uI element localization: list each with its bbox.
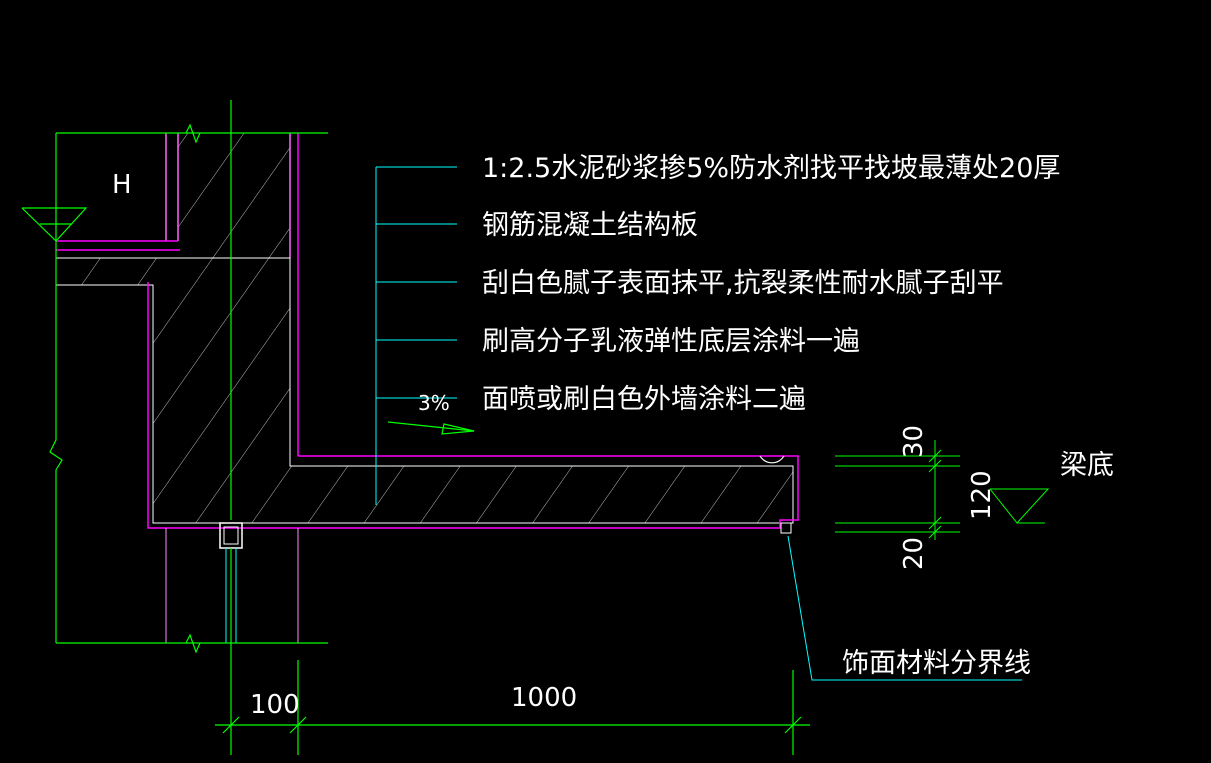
note-3: 刮白色腻子表面抹平,抗裂柔性耐水腻子刮平 xyxy=(482,268,1004,299)
finish-boundary-label: 饰面材料分界线 xyxy=(842,648,1031,679)
note-4: 刷高分子乳液弹性底层涂料一遍 xyxy=(482,326,860,357)
beam-bottom-label: 梁底 xyxy=(1060,450,1114,481)
note-5: 面喷或刷白色外墙涂料二遍 xyxy=(482,384,806,415)
finish-boundary: 饰面材料分界线 xyxy=(787,535,1031,681)
dim-120: 120 xyxy=(967,470,997,520)
dim-1000: 1000 xyxy=(511,683,577,713)
elevation-mark-text: H xyxy=(112,170,132,200)
slope-text: 3% xyxy=(418,391,450,415)
elevation-marker: H xyxy=(21,170,132,242)
dim-100: 100 xyxy=(250,690,300,720)
wall-section xyxy=(56,133,299,456)
dim-20: 20 xyxy=(899,537,929,570)
grid-lines xyxy=(49,100,810,755)
right-dimensions: 30 120 20 梁底 xyxy=(835,425,1114,570)
notes-leader xyxy=(375,166,457,505)
window-frame xyxy=(165,522,299,643)
slope-indicator: 3% xyxy=(387,391,475,435)
bottom-dimensions: 100 1000 xyxy=(250,683,577,720)
note-1: 1:2.5水泥砂浆掺5%防水剂找平找坡最薄处20厚 xyxy=(482,153,1060,184)
dim-30: 30 xyxy=(899,425,929,458)
note-2: 钢筋混凝土结构板 xyxy=(482,210,698,241)
notes: 1:2.5水泥砂浆掺5%防水剂找平找坡最薄处20厚 钢筋混凝土结构板 刮白色腻子… xyxy=(482,153,1060,415)
